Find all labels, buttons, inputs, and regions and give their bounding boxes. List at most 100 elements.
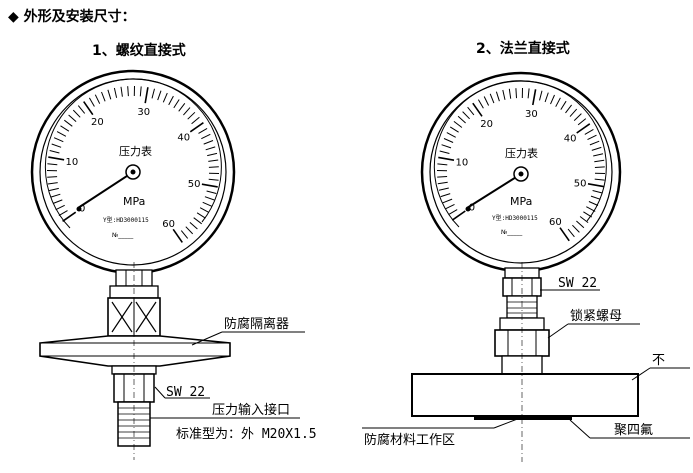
right-scale-tick bbox=[567, 228, 575, 238]
left-gauge-model: Y型:HD3000115 bbox=[103, 216, 149, 224]
section-title: 外形及安装尺寸： bbox=[23, 9, 136, 25]
right-scale-tick bbox=[441, 144, 452, 149]
right-scale-tick bbox=[446, 132, 456, 138]
left-scale-tick bbox=[198, 127, 208, 134]
left-scale-tick bbox=[47, 176, 58, 178]
right-scale-tick bbox=[477, 99, 484, 109]
left-scale-tick bbox=[202, 201, 213, 207]
left-scale-tick bbox=[48, 156, 65, 161]
left-scale-tick bbox=[83, 101, 94, 116]
right-scale-tick bbox=[587, 183, 604, 188]
left-gauge-needle bbox=[77, 171, 134, 209]
right-scale-tick bbox=[555, 97, 561, 107]
right-scale-tick bbox=[590, 195, 601, 200]
right-scale-tick bbox=[591, 146, 602, 151]
left-scale-tick bbox=[185, 226, 194, 235]
left-scale-tick bbox=[139, 86, 142, 97]
right-needle-pin bbox=[518, 171, 524, 177]
left-gauge-serial: №_____ bbox=[112, 232, 134, 239]
right-scale-number: 30 bbox=[525, 109, 538, 120]
right-gauge-model: Y型:HD3000115 bbox=[492, 214, 538, 222]
left-scale-tick bbox=[51, 143, 62, 148]
left-scale-tick bbox=[199, 207, 210, 213]
left-scale-tick bbox=[53, 137, 64, 143]
left-scale-tick bbox=[207, 152, 218, 157]
left-scale-tick bbox=[196, 212, 206, 219]
left-scale-tick bbox=[189, 222, 198, 230]
right-callout-locknut: 锁紧螺母 bbox=[570, 308, 622, 324]
right-scale-tick bbox=[448, 209, 458, 216]
left-scale-tick bbox=[56, 131, 67, 137]
left-needle-pin bbox=[130, 169, 136, 175]
right-scale-tick bbox=[565, 104, 572, 114]
left-gauge-unit: MPa bbox=[123, 195, 145, 208]
right-scale-tick bbox=[515, 88, 517, 99]
left-scale-tick bbox=[63, 119, 73, 127]
left-scale-tick bbox=[157, 90, 162, 101]
left-callout-sw: SW 22 bbox=[166, 385, 205, 400]
right-scale-tick bbox=[483, 96, 490, 106]
left-scale-tick bbox=[47, 182, 58, 185]
right-gauge-unit: MPa bbox=[510, 195, 532, 208]
left-scale-tick bbox=[189, 122, 204, 133]
left-scale-number: 40 bbox=[177, 132, 190, 143]
left-scale-tick bbox=[173, 99, 180, 109]
right-scale-tick bbox=[594, 178, 605, 181]
right-callouts: SW 22 锁紧螺母 不 聚四氟 防腐材料工作区 bbox=[362, 276, 690, 448]
right-scale-number: 20 bbox=[480, 119, 493, 130]
left-scale-tick bbox=[205, 146, 216, 151]
left-scale-number: 0 bbox=[79, 204, 85, 215]
right-scale-tick bbox=[586, 206, 596, 212]
right-scale-tick bbox=[583, 211, 593, 218]
right-scale-tick bbox=[577, 118, 587, 126]
right-scale-tick bbox=[439, 150, 450, 154]
right-scale-tick bbox=[489, 93, 495, 104]
right-callout-zone: 防腐材料工作区 bbox=[364, 432, 455, 448]
right-scale-tick bbox=[569, 108, 578, 117]
left-callout-inlet: 压力输入接口 bbox=[212, 402, 290, 418]
right-scale-tick bbox=[573, 113, 582, 121]
left-scale-number: 60 bbox=[162, 219, 175, 230]
right-scale-tick bbox=[438, 156, 455, 161]
right-scale-tick bbox=[453, 121, 463, 128]
right-gauge-needle bbox=[466, 173, 522, 209]
right-fitting bbox=[411, 262, 639, 462]
left-scale-tick bbox=[201, 183, 218, 188]
right-scale-tick bbox=[437, 163, 448, 166]
bullet-diamond-icon: ◆ bbox=[8, 9, 19, 25]
left-scale-tick bbox=[52, 199, 63, 204]
right-scale-tick bbox=[576, 123, 591, 134]
left-scale-tick bbox=[162, 92, 168, 103]
right-scale-tick bbox=[495, 91, 500, 102]
right-scale-tick bbox=[442, 198, 453, 204]
right-scale-number: 10 bbox=[456, 158, 469, 169]
right-scale-tick bbox=[437, 181, 448, 185]
right-scale-tick bbox=[587, 134, 597, 141]
left-fitting bbox=[39, 262, 231, 460]
left-scale-tick bbox=[193, 217, 203, 225]
left-scale-tick bbox=[68, 114, 77, 122]
right-callout-sw: SW 22 bbox=[558, 276, 597, 291]
right-needle-stop bbox=[465, 206, 471, 212]
left-callout-standard: 标准型为：外 M20X1.5 bbox=[176, 427, 317, 442]
left-callouts: 防腐隔离器 SW 22 压力输入接口 标准型为：外 M20X1.5 bbox=[150, 316, 317, 442]
left-scale-tick bbox=[208, 166, 219, 168]
left-scale-arc bbox=[44, 78, 222, 229]
left-scale-tick bbox=[77, 105, 86, 114]
right-scale-tick bbox=[594, 159, 605, 163]
left-scale-tick bbox=[191, 116, 200, 125]
left-scale-tick bbox=[178, 102, 186, 112]
right-scale-tick bbox=[594, 166, 605, 168]
right-scale-tick bbox=[457, 115, 466, 124]
left-scale-tick bbox=[107, 89, 112, 100]
right-scale-number: 40 bbox=[564, 134, 577, 145]
right-scale-tick bbox=[544, 92, 549, 103]
left-needle-stop bbox=[76, 206, 82, 212]
left-scale-tick bbox=[208, 159, 219, 162]
left-scale-tick bbox=[62, 211, 77, 222]
left-scale-tick bbox=[183, 107, 191, 116]
